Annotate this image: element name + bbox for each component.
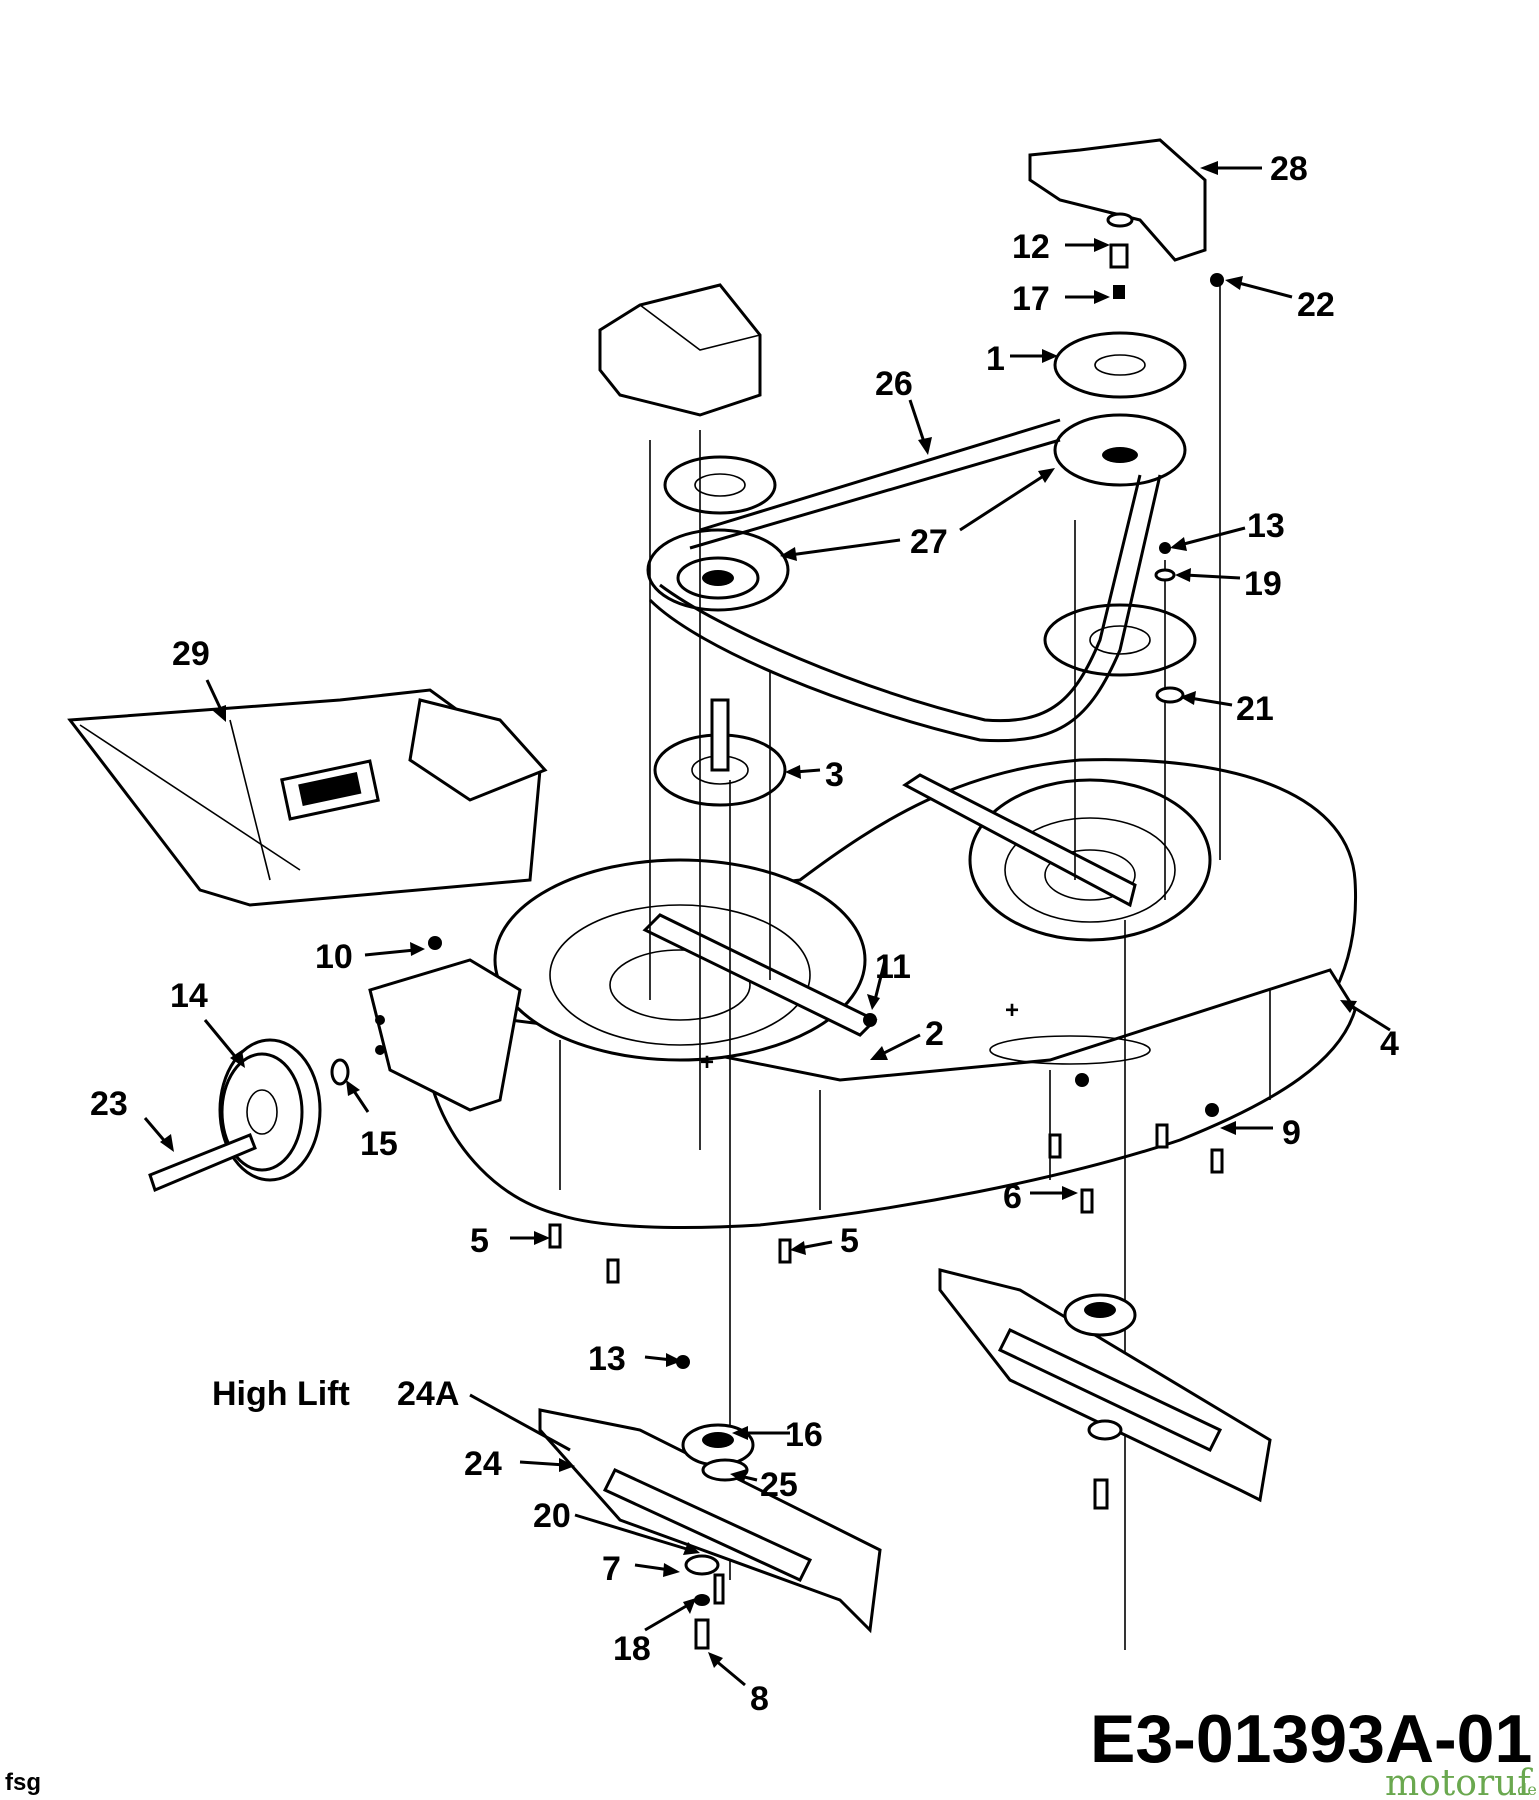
- callout-3: 3: [825, 756, 844, 794]
- callout-10: 10: [315, 938, 353, 976]
- callout-5-left: 5: [470, 1222, 489, 1260]
- callout-20: 20: [533, 1497, 571, 1535]
- callout-28: 28: [1270, 150, 1308, 188]
- callout-8: 8: [750, 1680, 769, 1718]
- watermark: motoruf .de: [1385, 1763, 1537, 1800]
- callout-13-upper: 13: [1247, 507, 1285, 545]
- document-id: E3-01393A-01: [1090, 1701, 1532, 1777]
- callout-13-lower: 13: [588, 1340, 626, 1378]
- callout-29: 29: [172, 635, 210, 673]
- corner-mark: fsg: [5, 1769, 41, 1796]
- callout-9: 9: [1282, 1114, 1301, 1152]
- svg-text:+: +: [700, 1049, 714, 1076]
- gauge-wheel-assembly: [148, 1038, 350, 1193]
- right-spindle-assembly: [1028, 138, 1221, 1650]
- callout-labels: 28 12 17 22 1 26 27 13 19 21 3 29 4 9 6 …: [90, 150, 1399, 1718]
- callout-4: 4: [1380, 1025, 1399, 1063]
- hardware: [428, 212, 1224, 1369]
- callout-14: 14: [170, 977, 208, 1015]
- callout-24: 24: [464, 1445, 502, 1483]
- callout-12: 12: [1012, 228, 1050, 266]
- callout-5-right: 5: [840, 1222, 859, 1260]
- callout-22: 22: [1297, 286, 1335, 324]
- callout-11: 11: [875, 948, 911, 986]
- discharge-chute: [67, 688, 548, 907]
- watermark-brand: motoruf: [1385, 1763, 1533, 1800]
- high-lift-label: High Lift: [212, 1375, 350, 1413]
- right-blade-assembly: [938, 1268, 1272, 1510]
- callout-27: 27: [910, 523, 948, 561]
- left-spindle-assembly: [598, 283, 790, 1580]
- left-blade-assembly: [538, 1408, 882, 1650]
- callout-1: 1: [986, 340, 1005, 378]
- callout-25: 25: [760, 1466, 798, 1504]
- callout-7: 7: [602, 1550, 621, 1588]
- callout-2: 2: [925, 1015, 944, 1053]
- callout-23: 23: [90, 1085, 128, 1123]
- high-lift-part-number: 24A: [397, 1375, 459, 1413]
- callout-leaders: [143, 161, 1391, 1687]
- callout-17: 17: [1012, 280, 1050, 318]
- callout-6: 6: [1003, 1178, 1022, 1216]
- callout-18: 18: [613, 1630, 651, 1668]
- callout-21: 21: [1236, 690, 1274, 728]
- callout-15: 15: [360, 1125, 398, 1163]
- watermark-suffix: .de: [1512, 1780, 1537, 1799]
- callout-26: 26: [875, 365, 913, 403]
- callout-19: 19: [1244, 565, 1282, 603]
- drive-belt: [648, 418, 1162, 743]
- svg-text:+: +: [1005, 997, 1019, 1024]
- callout-16: 16: [785, 1416, 823, 1454]
